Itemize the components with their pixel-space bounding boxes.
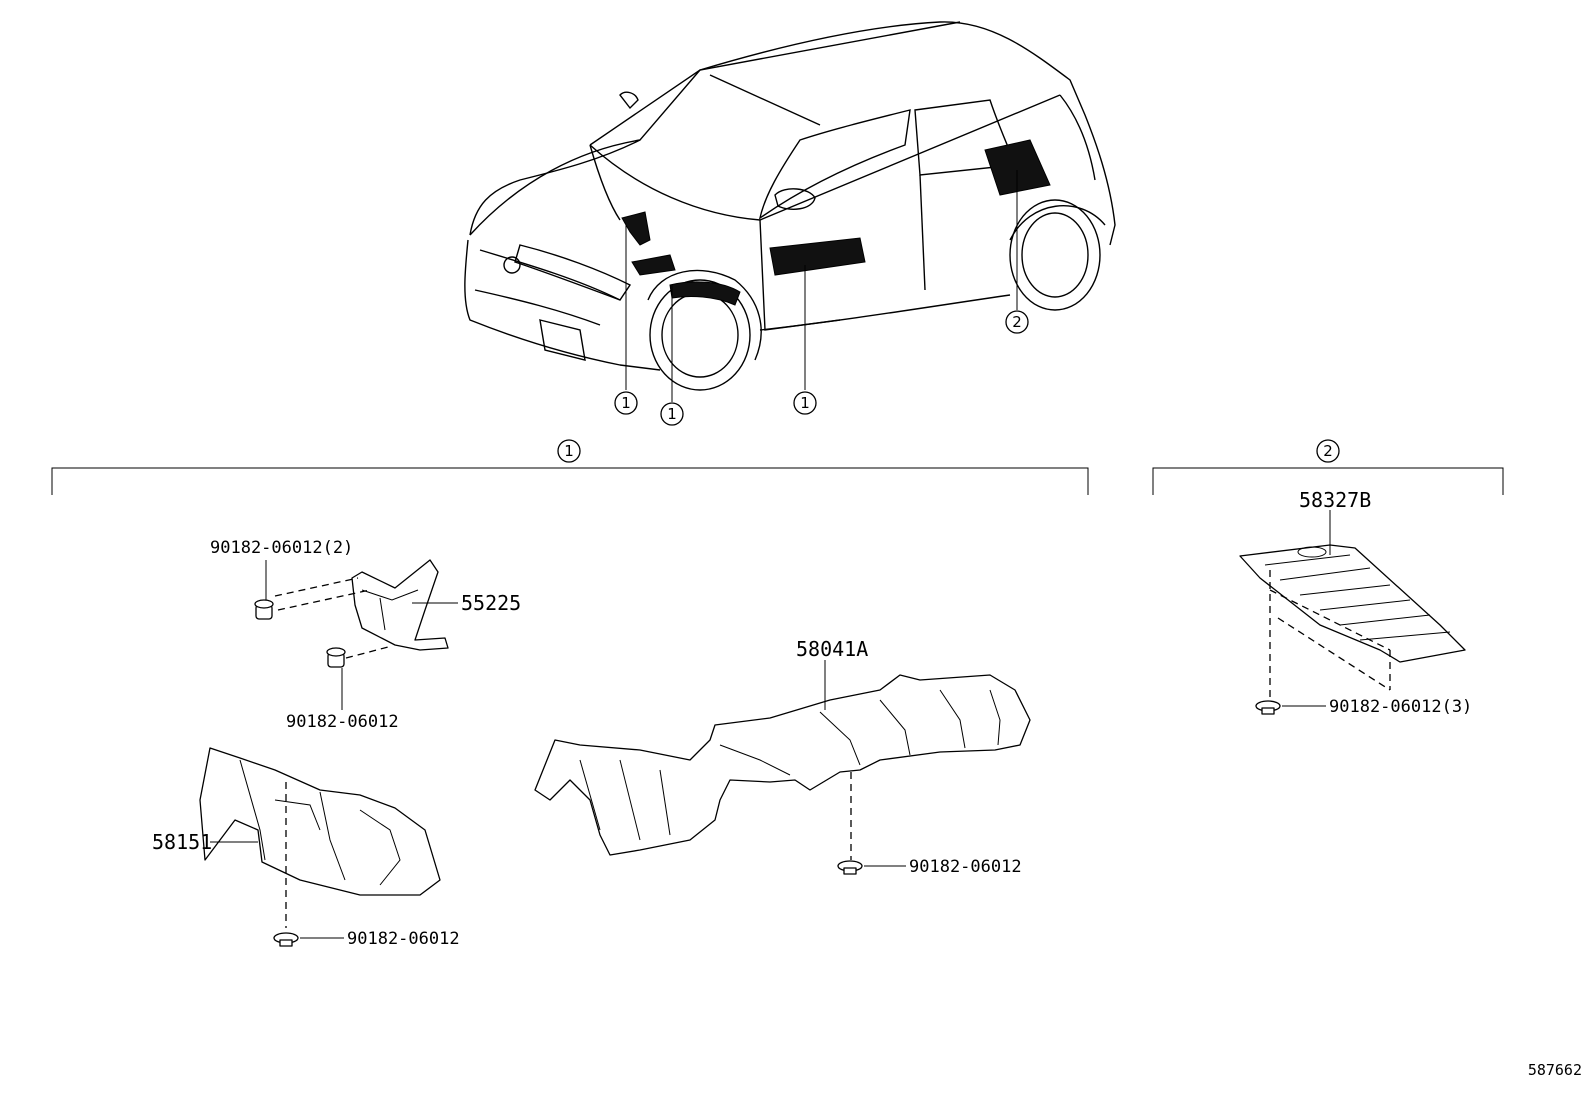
part-55225: 55225 (351, 559, 521, 651)
callout-floor: 1 (800, 394, 810, 412)
part-58041A: 58041A 90182-06012 (534, 637, 1031, 877)
label-58151: 58151 (152, 830, 212, 854)
marker-fender-insulator (669, 281, 741, 306)
group-2-callout: 2 (1323, 442, 1333, 460)
part-58151: 58151 90182-06012 (152, 747, 460, 949)
marker-rear-floor-insulator (984, 139, 1051, 196)
callout-dash: 1 (621, 394, 631, 412)
group-2-bracket: 2 (1152, 439, 1504, 495)
label-fastener-55225-lower: 90182-06012 (286, 712, 399, 732)
callout-rear-floor: 2 (1012, 313, 1022, 331)
part-58327B: 58327B 90182-06012(3) (1239, 488, 1472, 717)
label-58327B: 58327B (1299, 488, 1371, 512)
group-1-bracket: 1 (51, 439, 1089, 495)
fastener-pair-55225: 90182-06012(2) 90182-06012 (210, 538, 399, 732)
marker-dash-insulator (621, 211, 651, 246)
label-fastener-58041A: 90182-06012 (909, 857, 1022, 877)
callout-fender: 1 (667, 405, 677, 423)
marker-floor-insulator (769, 237, 866, 276)
group-1-callout: 1 (564, 442, 574, 460)
vehicle-callouts: 1 1 1 2 (614, 310, 1029, 426)
label-58041A: 58041A (796, 637, 868, 661)
label-55225: 55225 (461, 591, 521, 615)
label-fastener-58151: 90182-06012 (347, 929, 460, 949)
vehicle-illustration (464, 21, 1116, 402)
label-fastener-58327B: 90182-06012(3) (1329, 697, 1472, 717)
marker-hood-insulator (631, 254, 676, 276)
reference-number: 587662 (1528, 1061, 1582, 1079)
label-fastener-pair: 90182-06012(2) (210, 538, 353, 558)
